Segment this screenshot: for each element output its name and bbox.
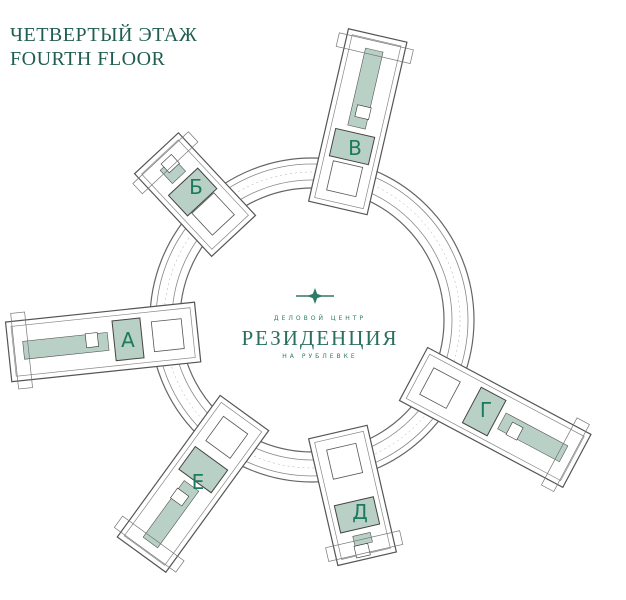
wing-2[interactable]: [4, 294, 202, 390]
wing-1[interactable]: [129, 127, 262, 261]
brand-subtitle-bottom: НА РУБЛЕВКЕ: [282, 353, 358, 360]
wing-label-d[interactable]: Д: [352, 500, 368, 524]
wing-5[interactable]: [111, 391, 275, 577]
wing-4[interactable]: [301, 424, 404, 568]
wing-3[interactable]: [396, 340, 595, 494]
floor-title-en: FOURTH FLOOR: [10, 48, 166, 70]
wing-0[interactable]: [301, 27, 415, 217]
brand-name: РЕЗИДЕНЦИЯ: [241, 326, 399, 350]
wing-label-a[interactable]: А: [121, 328, 135, 352]
wing-label-v[interactable]: В: [348, 136, 362, 160]
brand-subtitle-top: ДЕЛОВОЙ ЦЕНТР: [273, 315, 367, 322]
brand-ornament-icon: [296, 288, 334, 304]
floor-title-ru: ЧЕТВЕРТЫЙ ЭТАЖ: [10, 24, 198, 46]
wing-label-b[interactable]: Б: [189, 175, 203, 199]
wing-label-g[interactable]: Г: [479, 398, 493, 422]
wing-label-e[interactable]: Е: [191, 470, 205, 494]
